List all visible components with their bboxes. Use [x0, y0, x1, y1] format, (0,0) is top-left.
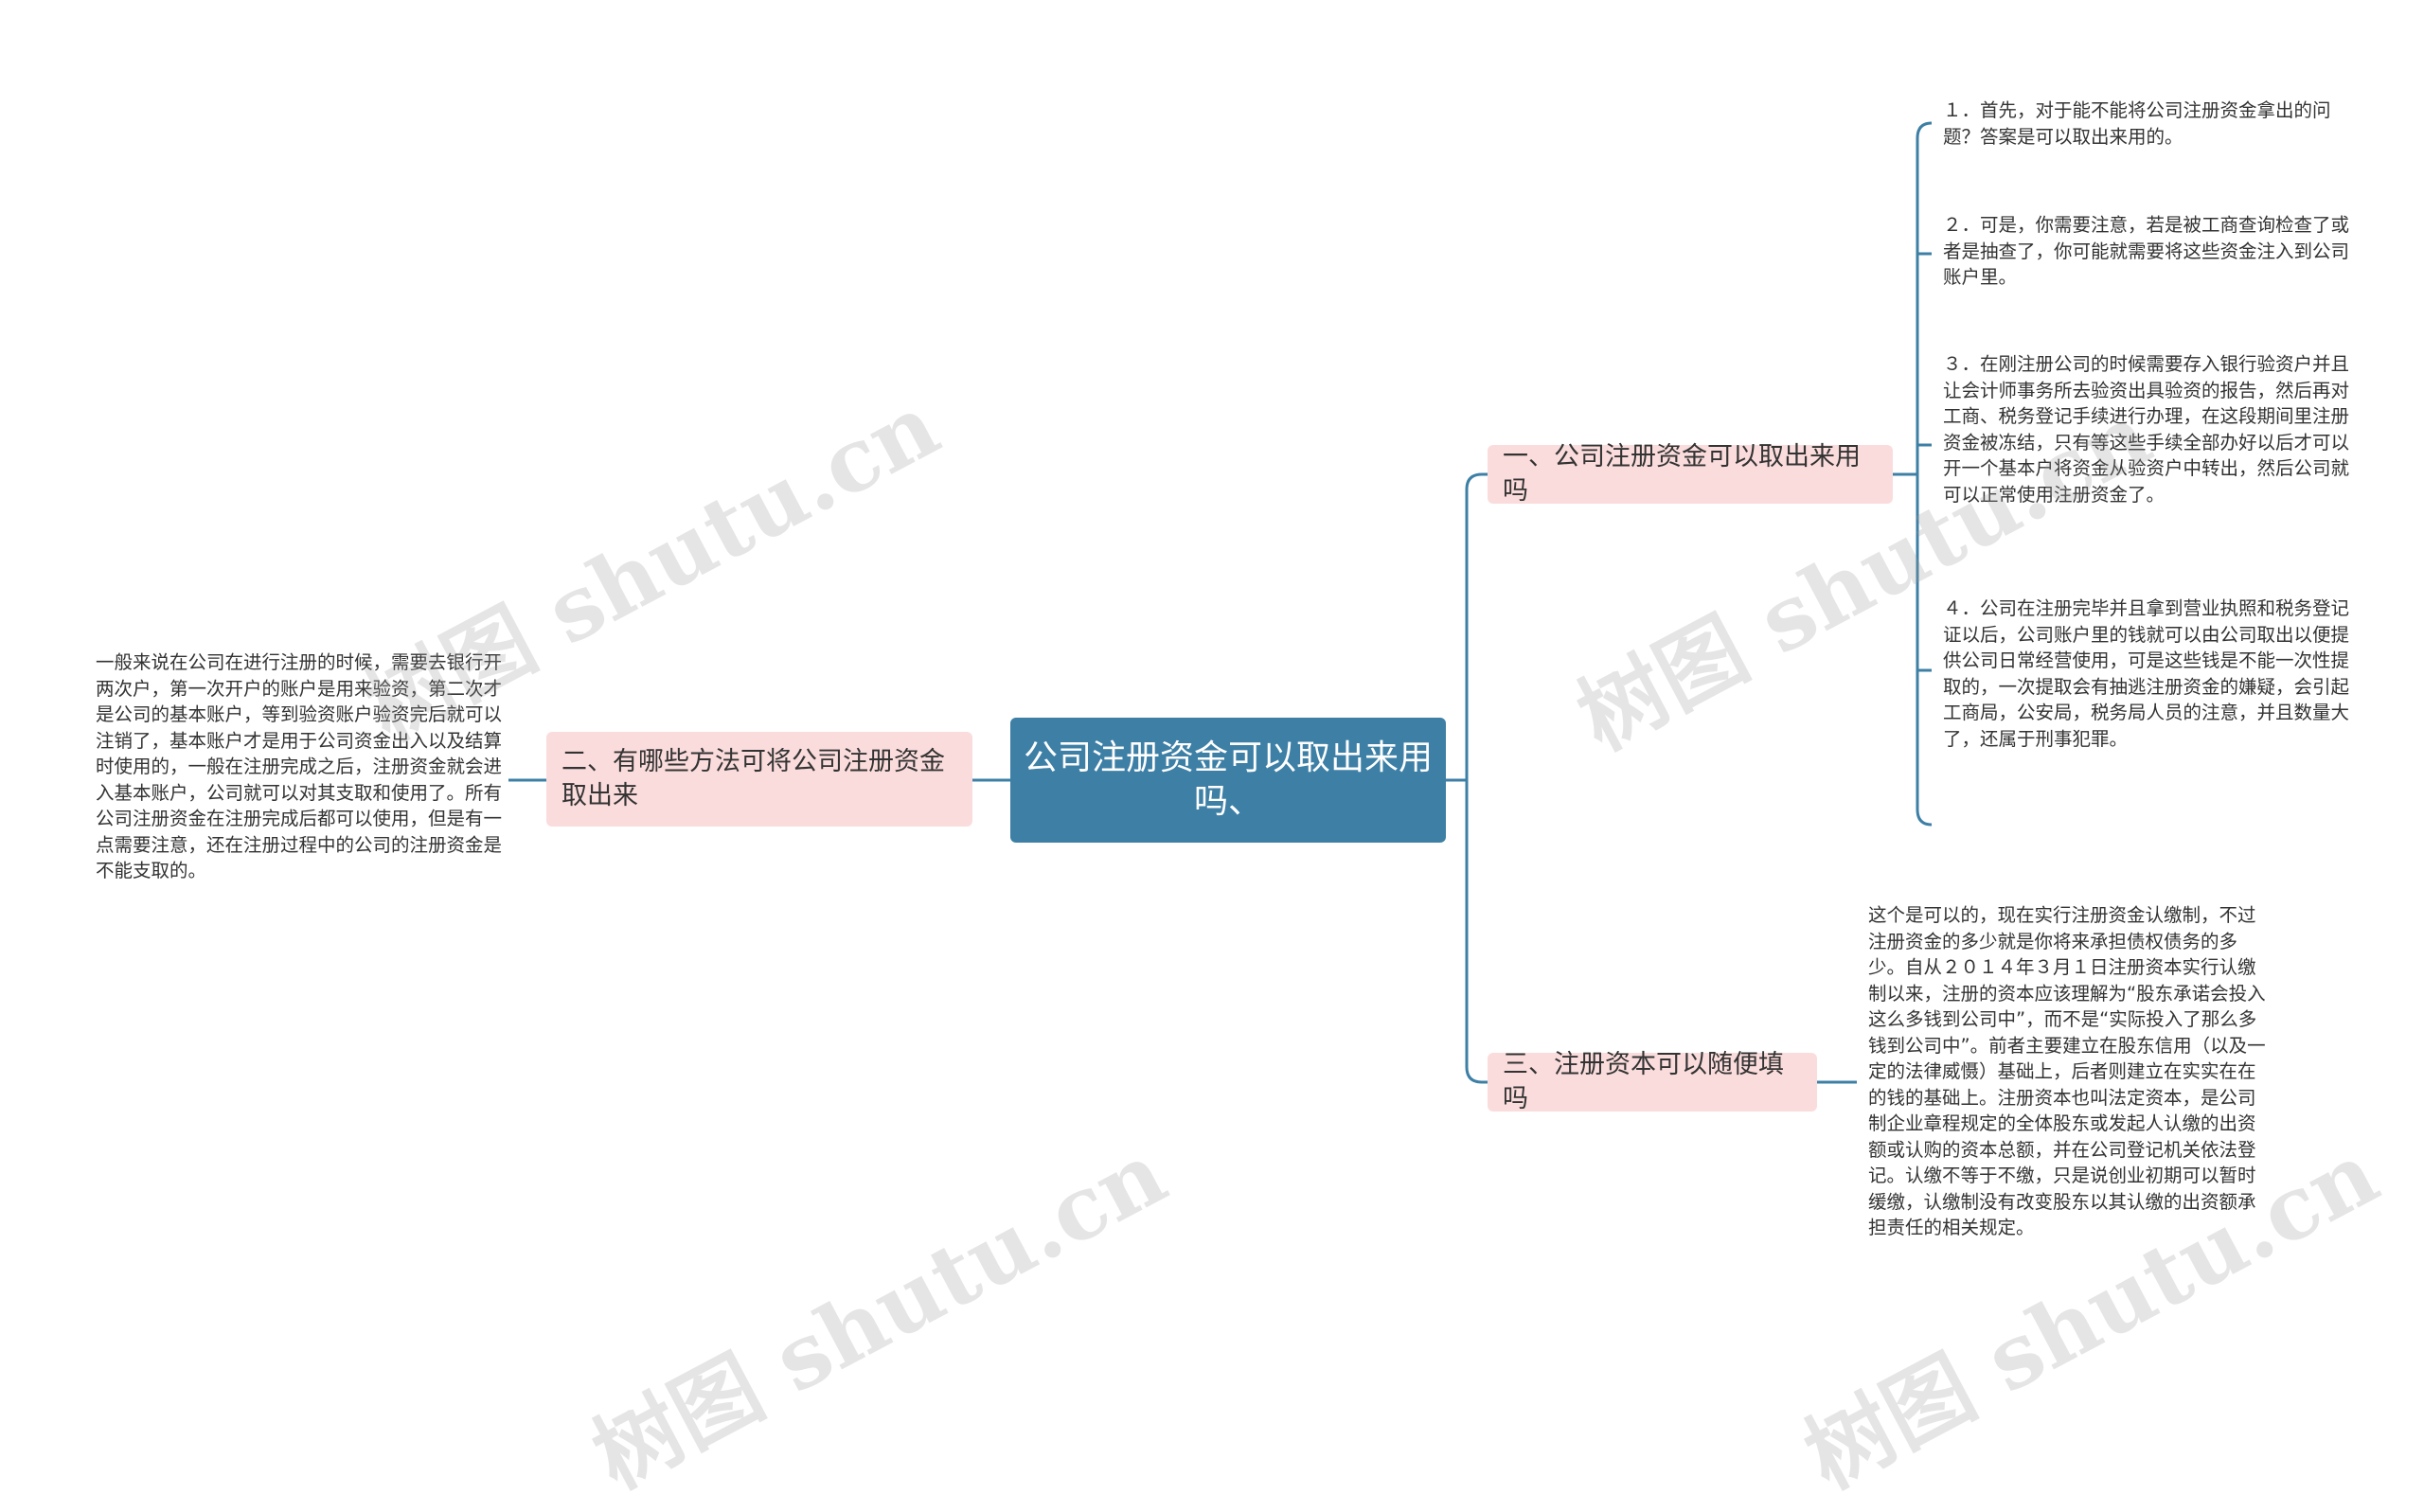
branch-node-1[interactable]: 一、公司注册资金可以取出来用吗: [1488, 442, 1893, 506]
leaf-node-3-1[interactable]: 这个是可以的，现在实行注册资金认缴制，不过注册资金的多少就是你将来承担债权债务的…: [1868, 904, 2266, 1238]
branch-node-1-label: 一、公司注册资金可以取出来用吗: [1503, 442, 1861, 506]
branch1-bracket: [1910, 121, 1933, 827]
leaf-node-2-1[interactable]: 一般来说在公司在进行注册的时候，需要去银行开两次户，第一次开户的账户是用来验资，…: [96, 651, 503, 881]
connector-right-trunk: [1465, 472, 1488, 1084]
leaf-node-1-4[interactable]: ４．公司在注册完毕并且拿到营业执照和税务登记证以后，公司账户里的钱就可以由公司取…: [1943, 597, 2350, 750]
leaf-node-1-3[interactable]: ３．在刚注册公司的时候需要存入银行验资户并且让会计师事务所去验资出具验资的报告，…: [1943, 353, 2350, 506]
leaf-node-1-2[interactable]: ２．可是，你需要注意，若是被工商查询检查了或者是抽查了，你可能就需要将这些资金注…: [1943, 214, 2350, 288]
root-node-label: 公司注册资金可以取出来用吗、: [1024, 738, 1434, 821]
connector-lines: [508, 121, 1933, 1084]
leaf-node-1-1[interactable]: １．首先，对于能不能将公司注册资金拿出的问题？答案是可以取出来用的。: [1943, 99, 2331, 148]
branch-node-2-label: 二、有哪些方法可将公司注册资金取出来: [561, 747, 945, 810]
mindmap-canvas: 公司注册资金可以取出来用吗、 一、公司注册资金可以取出来用吗 二、有哪些方法可将…: [96, 99, 2394, 1508]
branch-node-3-label: 三、注册资本可以随便填吗: [1503, 1050, 1784, 1113]
branch-node-2[interactable]: 二、有哪些方法可将公司注册资金取出来: [546, 732, 972, 827]
branch-node-3[interactable]: 三、注册资本可以随便填吗: [1488, 1050, 1817, 1113]
root-node[interactable]: 公司注册资金可以取出来用吗、: [1010, 718, 1446, 843]
